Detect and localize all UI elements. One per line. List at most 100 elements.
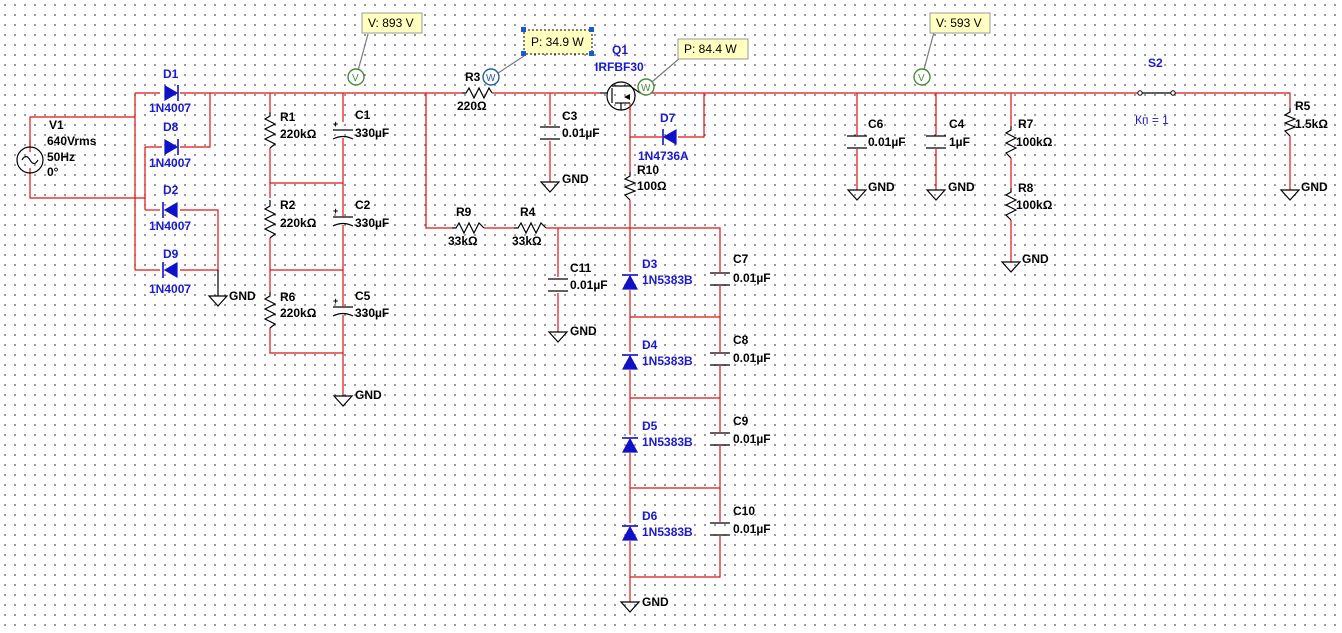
r4-label: R4: [520, 205, 536, 219]
voltage-probe-marker[interactable]: V: [913, 68, 931, 86]
r2-label: R2: [280, 198, 296, 212]
d5-part: 1N5383B: [642, 435, 693, 449]
gnd-label: GND: [562, 172, 589, 186]
r3-value: 220Ω: [457, 99, 487, 113]
capacitor-c1[interactable]: +: [332, 119, 354, 168]
v1-frequency: 50Hz: [47, 150, 75, 164]
diode-d1[interactable]: [164, 84, 179, 102]
c6-label: C6: [868, 117, 884, 131]
c1-label: C1: [355, 108, 371, 122]
r6-value: 220kΩ: [280, 306, 317, 320]
svg-text:V: 593 V: V: 593 V: [936, 16, 982, 30]
r9-label: R9: [456, 205, 472, 219]
zener-d6[interactable]: [621, 525, 639, 541]
capacitor-c8[interactable]: [710, 352, 730, 366]
q1-part: IRFBF30: [595, 60, 644, 74]
r4-value: 33kΩ: [512, 234, 542, 248]
ground-symbol: [207, 270, 229, 307]
c10-label: C10: [733, 504, 755, 518]
resistor-r5[interactable]: [1283, 108, 1297, 137]
diode-d9[interactable]: [162, 261, 178, 279]
power-probe-readout-84-4[interactable]: P: 84.4 W: [677, 38, 749, 60]
capacitor-c3[interactable]: [540, 126, 560, 140]
voltage-probe-readout-893[interactable]: V: 893 V: [361, 12, 423, 34]
capacitor-c6[interactable]: [847, 135, 867, 149]
r1-value: 220kΩ: [280, 127, 317, 141]
c7-label: C7: [733, 252, 749, 266]
c9-value: 0.01µF: [733, 432, 771, 446]
d8-part: 1N4007: [149, 156, 191, 170]
power-probe-marker-r3[interactable]: W: [482, 68, 500, 86]
c4-value: 1µF: [949, 135, 970, 149]
ground-symbol: [332, 395, 354, 407]
ground-symbol: [925, 189, 947, 201]
wires: [29, 92, 1291, 602]
d9-part: 1N4007: [149, 282, 191, 296]
capacitor-c5[interactable]: +: [332, 296, 354, 330]
v1-voltage: 640Vrms: [47, 134, 97, 148]
c9-label: C9: [733, 414, 749, 428]
gnd-label: GND: [355, 388, 382, 402]
zener-d7[interactable]: [662, 128, 677, 146]
power-probe-readout-34-9[interactable]: P: 34.9 W: [521, 27, 594, 56]
r8-label: R8: [1018, 181, 1034, 195]
capacitor-c10[interactable]: [710, 522, 730, 536]
d7-label: D7: [660, 111, 676, 125]
resistor-r10[interactable]: [623, 172, 637, 201]
voltage-probe-marker[interactable]: V: [347, 68, 365, 86]
gnd-label: GND: [948, 180, 975, 194]
resistor-r2[interactable]: [263, 200, 277, 239]
ground-symbol: [619, 601, 641, 613]
svg-text:P: 34.9 W: P: 34.9 W: [531, 35, 584, 49]
d1-part: 1N4007: [149, 101, 191, 115]
capacitor-c11[interactable]: [548, 278, 568, 292]
switch-s2[interactable]: [1137, 90, 1176, 96]
resistor-r9[interactable]: [452, 221, 485, 235]
r2-value: 220kΩ: [280, 216, 317, 230]
resistor-r3[interactable]: [462, 86, 493, 100]
s2-label: S2: [1148, 56, 1163, 70]
c3-label: C3: [562, 109, 578, 123]
c5-label: C5: [355, 289, 371, 303]
r1-label: R1: [280, 110, 296, 124]
capacitor-c4[interactable]: [926, 135, 946, 149]
capacitor-c7[interactable]: [710, 272, 730, 286]
resistor-r7[interactable]: [1004, 126, 1018, 159]
svg-text:V: V: [352, 73, 359, 84]
d3-label: D3: [642, 257, 658, 271]
c6-value: 0.01µF: [868, 135, 906, 149]
svg-text:W: W: [641, 83, 651, 94]
voltage-probe-readout-593[interactable]: V: 593 V: [929, 12, 991, 34]
c11-label: C11: [570, 261, 592, 275]
gnd-label: GND: [1301, 180, 1328, 194]
r5-label: R5: [1295, 99, 1311, 113]
mosfet-q1[interactable]: [600, 81, 641, 111]
power-probe-marker-q1[interactable]: W: [637, 78, 655, 96]
v1-label: V1: [49, 118, 64, 132]
resistor-r4[interactable]: [514, 221, 547, 235]
zener-d4[interactable]: [621, 354, 639, 370]
v1-ac-source[interactable]: [16, 140, 44, 174]
capacitor-c2[interactable]: +: [332, 204, 354, 248]
diode-d2[interactable]: [162, 201, 178, 219]
d5-label: D5: [642, 419, 658, 433]
resistor-r6[interactable]: [263, 292, 277, 329]
gnd-label: GND: [642, 595, 669, 609]
d4-part: 1N5383B: [642, 354, 693, 368]
capacitor-c9[interactable]: [710, 432, 730, 446]
d2-part: 1N4007: [149, 219, 191, 233]
d1-label: D1: [163, 67, 179, 81]
diode-d8[interactable]: [164, 138, 179, 156]
resistor-r1[interactable]: [263, 112, 277, 149]
zener-d5[interactable]: [621, 437, 639, 453]
gnd-label: GND: [570, 324, 597, 338]
c2-label: C2: [355, 198, 371, 212]
resistor-r8[interactable]: [1004, 188, 1018, 221]
svg-text:+: +: [333, 296, 338, 306]
gnd-label: GND: [1022, 252, 1049, 266]
gnd-label: GND: [229, 289, 256, 303]
svg-text:+: +: [333, 119, 338, 129]
zener-d3[interactable]: [621, 274, 639, 290]
r6-label: R6: [280, 290, 296, 304]
